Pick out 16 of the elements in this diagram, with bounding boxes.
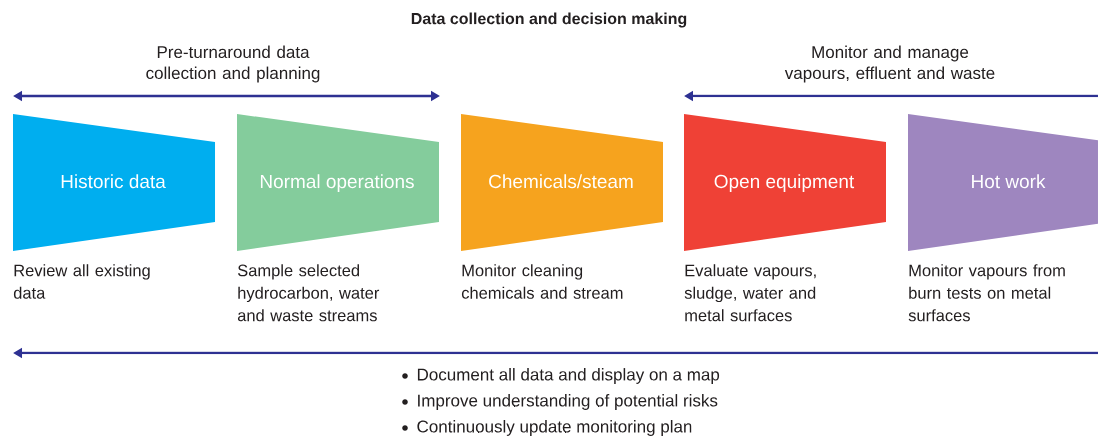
trapezoid-box: Chemicals/steam — [461, 114, 663, 251]
phase-label: Pre-turnaround data collection and planning — [146, 45, 320, 83]
trapezoid-box: Historic data — [13, 114, 215, 251]
description-text: Monitor cleaning chemicals and stream — [461, 264, 623, 299]
bullet-item: Improve understanding of potential risks — [418, 394, 718, 410]
description-text: Sample selected hydrocarbon, water and waste streams — [237, 264, 380, 322]
title: Data collection and decision making — [411, 12, 687, 28]
trapezoid-box: Hot work — [908, 114, 1098, 251]
trapezoid-box: Normal operations — [237, 114, 439, 251]
description-text: Monitor vapours from burn tests on metal surfaces — [908, 264, 1065, 322]
trapezoid-box: Open equipment — [684, 114, 886, 251]
phase-label: Monitor and manage vapours, effluent and waste — [784, 45, 995, 83]
bullet-item: Continuously update monitoring plan — [417, 420, 692, 436]
description-text: Evaluate vapours, sludge, water and metal surfaces — [684, 264, 816, 322]
description-text: Review all existing data — [13, 264, 150, 299]
bullet-item: Document all data and display on a map — [417, 368, 720, 384]
